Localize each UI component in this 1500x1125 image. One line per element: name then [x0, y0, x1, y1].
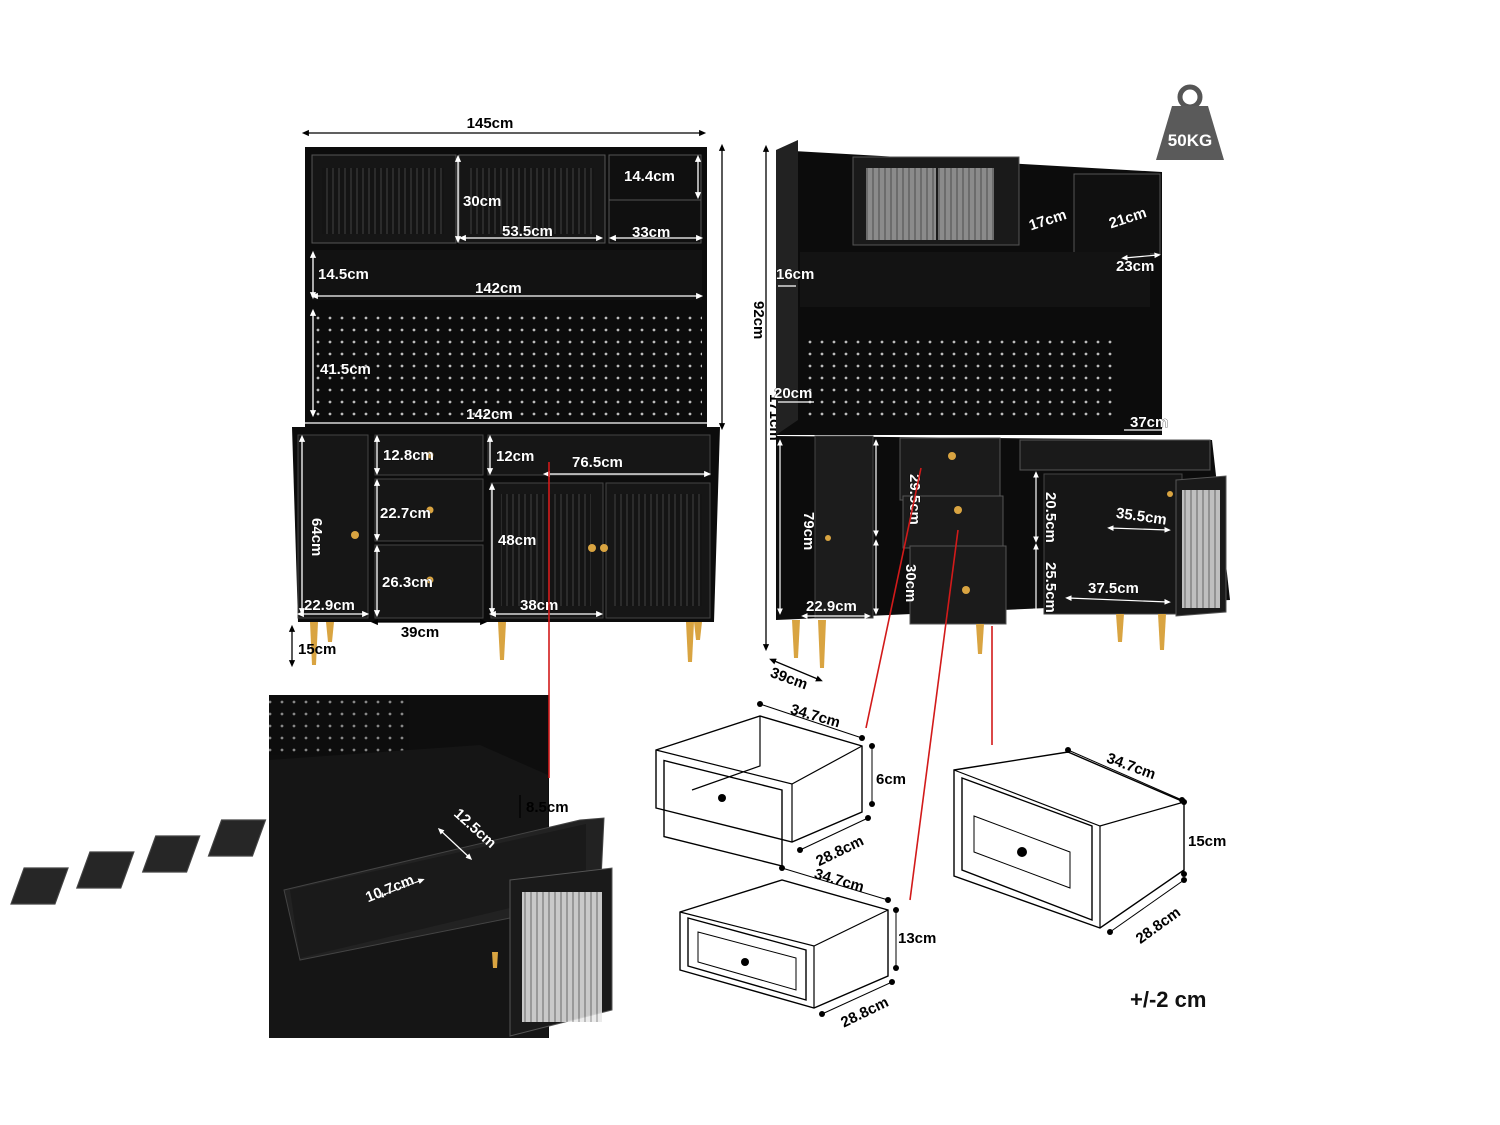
front-view: 145cm	[288, 115, 767, 668]
drawer3-height: 15cm	[1188, 833, 1226, 850]
drawer2-height: 13cm	[898, 930, 936, 947]
open-shelf-height: 14.5cm	[318, 266, 369, 283]
drawer2-depth: 28.8cm	[838, 994, 891, 1032]
front-total-width: 145cm	[467, 115, 514, 132]
angled-view: 171cm 39cm 17cm 21cm	[762, 140, 1230, 693]
top-depth: 16cm	[776, 266, 814, 283]
cabinet-door-width: 38cm	[520, 597, 558, 614]
side-left-shelf: 30cm	[902, 564, 919, 602]
top-cabinet-height: 30cm	[463, 193, 501, 210]
left-door-width: 22.9cm	[304, 597, 355, 614]
weight-badge: 50KG	[1156, 84, 1224, 160]
counter-depth-20: 20cm	[774, 385, 812, 402]
leg-height: 15cm	[298, 641, 336, 658]
drawer3-height: 26.3cm	[382, 574, 433, 591]
side-drawer-b: 20.5cm	[1042, 492, 1059, 543]
pegboard	[312, 308, 702, 416]
side-depth: 39cm	[768, 664, 810, 693]
drawer-small: 34.7cm 6cm 28.8cm	[655, 701, 906, 870]
weight-label: 50KG	[1168, 131, 1212, 150]
bottle-drawer-width: 76.5cm	[572, 454, 623, 471]
drawer-medium: 34.7cm 13cm 28.8cm	[679, 865, 936, 1032]
counter-width: 142cm	[466, 406, 513, 423]
counter-depth-37: 37cm	[1130, 414, 1168, 431]
side-drawer-c: 25.5cm	[1042, 562, 1059, 613]
drawer-column-width: 39cm	[401, 624, 439, 641]
tolerance-note: +/-2 cm	[1130, 987, 1206, 1012]
drawer-large: 34.7cm 15cm 28.8cm	[953, 747, 1226, 947]
side-left-width: 22.9cm	[806, 598, 857, 615]
upper-shelf-width: 142cm	[475, 280, 522, 297]
drawer2-height: 22.7cm	[380, 505, 431, 522]
base-height: 79cm	[800, 512, 817, 550]
weight-icon	[1177, 84, 1203, 110]
wine-rack-height: 14.4cm	[624, 168, 675, 185]
detail-view: 8.5cm 12.5cm 10.7cm	[10, 695, 613, 1038]
rack-depth: 23cm	[1116, 258, 1154, 275]
drawer1-height: 12.8cm	[383, 447, 434, 464]
leader-lines	[548, 462, 993, 901]
drawer1-height: 6cm	[876, 771, 906, 788]
bottle-depth: 8.5cm	[526, 799, 569, 816]
left-door-height: 64cm	[308, 518, 325, 556]
drawer1-depth: 28.8cm	[813, 832, 866, 870]
bottle-drawer-height: 12cm	[496, 448, 534, 465]
inner-depth-lower: 37.5cm	[1088, 580, 1139, 597]
glass-door-width: 53.5cm	[502, 223, 553, 240]
pegboard-height: 41.5cm	[320, 361, 371, 378]
wine-rack-width: 33cm	[632, 224, 670, 241]
cabinet-door-height: 48cm	[498, 532, 536, 549]
hutch-height: 92cm	[750, 301, 767, 339]
